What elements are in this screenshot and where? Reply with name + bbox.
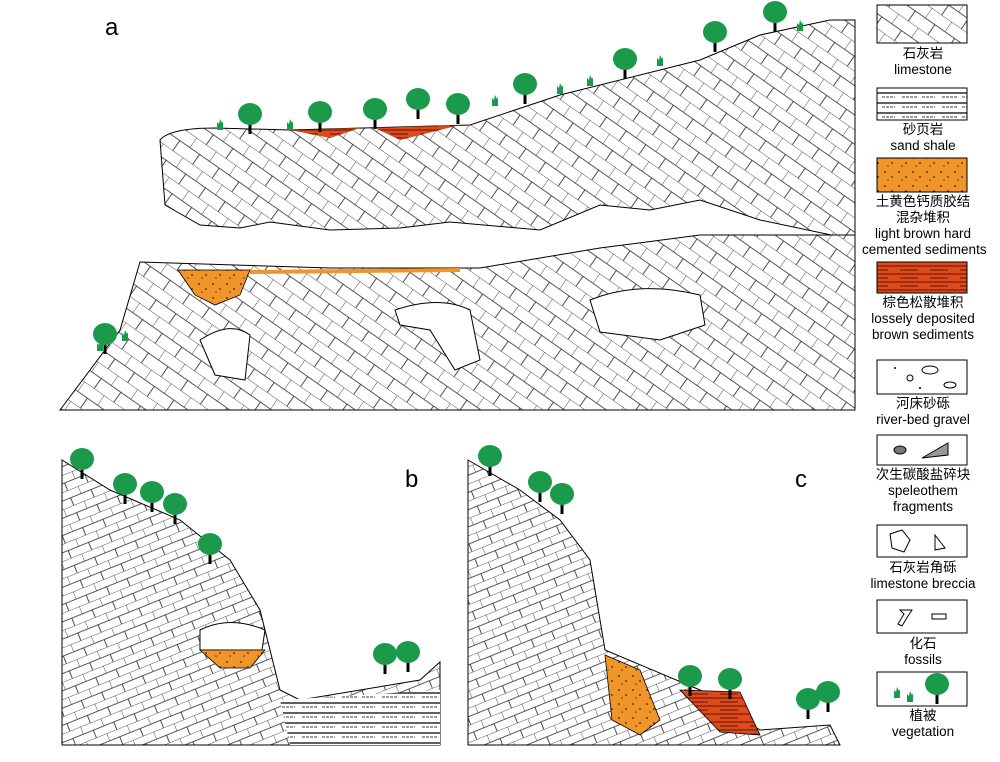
limestone-pattern: [876, 4, 968, 44]
fossil-icon: [876, 599, 968, 634]
loose-sediment-a2: [375, 125, 460, 140]
speleothem-icon: [876, 434, 968, 466]
cemented-sediment-a: [177, 269, 251, 306]
panel-label-b: b: [405, 466, 419, 493]
panel-b-section: [61, 448, 441, 746]
vegetation-icon: [876, 671, 968, 707]
upper-limestone-mass: [159, 19, 856, 241]
cemented-sediment-b: [198, 649, 266, 669]
loose-sediment-c: [679, 689, 761, 736]
loose-sediment-pattern: [876, 261, 968, 294]
cave-void-2: [394, 302, 481, 371]
loose-sediment-a1: [290, 128, 360, 138]
shale-b: [280, 690, 440, 745]
cemented-sediment-c: [604, 654, 661, 736]
gravel-pattern: [876, 359, 968, 395]
cave-void-1: [199, 328, 251, 381]
panel-label-c: c: [795, 466, 807, 493]
cave-b: [199, 622, 266, 651]
panel-c-section: [467, 445, 841, 746]
sand-shale-pattern: [876, 87, 968, 121]
panel-a-section: [59, 1, 856, 411]
cave-void-3: [589, 288, 706, 341]
cemented-sediment-pattern: [876, 157, 968, 193]
panel-label-a: a: [105, 14, 119, 41]
cliff-c: [467, 459, 841, 746]
legend-swatches: [876, 4, 968, 707]
cemented-sediment-strip: [250, 268, 460, 274]
breccia-icon: [876, 524, 968, 558]
